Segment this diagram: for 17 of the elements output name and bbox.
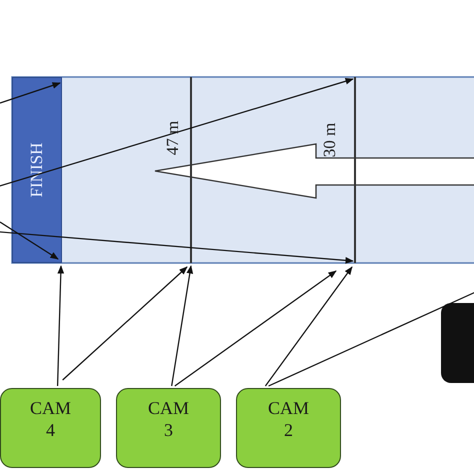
- arrow: [62, 266, 188, 380]
- line: [268, 289, 474, 387]
- arrow: [0, 222, 59, 260]
- arrow: [171, 265, 194, 386]
- arrow: [174, 270, 337, 386]
- finish-label: FINISH: [27, 142, 47, 198]
- arrow: [56, 265, 64, 386]
- distance-line: [354, 77, 356, 263]
- distance-label: 47 m: [163, 120, 184, 156]
- camera-box: CAM 3: [116, 388, 221, 468]
- camera-box: CAM 2: [236, 388, 341, 468]
- arrow: [0, 82, 61, 104]
- distance-label: 30 m: [320, 122, 340, 158]
- distance-line: [190, 77, 192, 263]
- arrow: [264, 266, 352, 386]
- finish-band: [12, 77, 62, 263]
- camera-box: CAM 4: [0, 388, 101, 468]
